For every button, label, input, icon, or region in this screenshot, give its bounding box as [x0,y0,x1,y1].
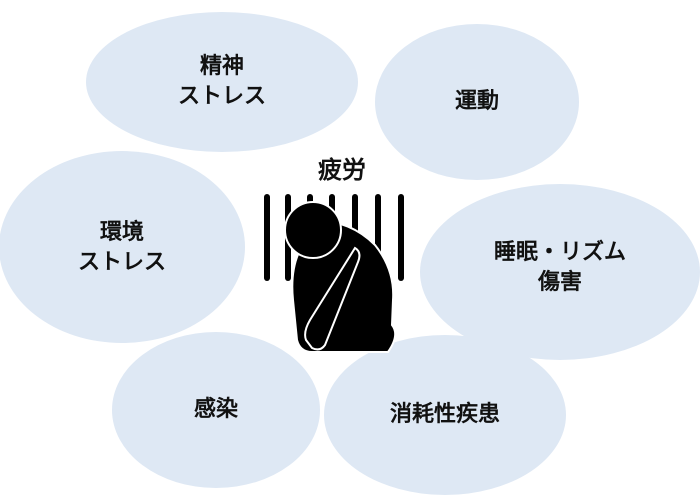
bubble-infection [112,332,320,488]
bubble-mental-stress [86,12,358,152]
factor-exercise: 運動 [455,87,499,117]
factor-environmental-stress: 環境ストレス [78,218,166,278]
bubble-environmental-stress [0,151,245,343]
factor-infection: 感染 [194,395,238,425]
factor-wasting-disease: 消耗性疾患 [390,400,500,430]
factor-line: 精神 [199,54,245,79]
factor-sleep-rhythm: 睡眠・リズム傷害 [494,238,626,298]
factor-line: 睡眠・リズム [493,240,627,265]
factor-line: ストレス [177,84,267,109]
factor-line: 運動 [454,89,500,114]
bubble-exercise [375,24,579,180]
exhausted-person-icon [264,194,404,353]
factor-line: ストレス [77,250,167,275]
bubble-wasting-disease [324,335,566,495]
factor-line: 感染 [193,397,239,422]
bubble-sleep-rhythm [420,184,700,360]
factor-mental-stress: 精神ストレス [178,52,266,112]
factor-line: 環境 [99,220,145,245]
factor-line: 傷害 [537,270,583,295]
factor-line: 消耗性疾患 [389,402,501,427]
center-title: 疲労 [318,156,366,184]
